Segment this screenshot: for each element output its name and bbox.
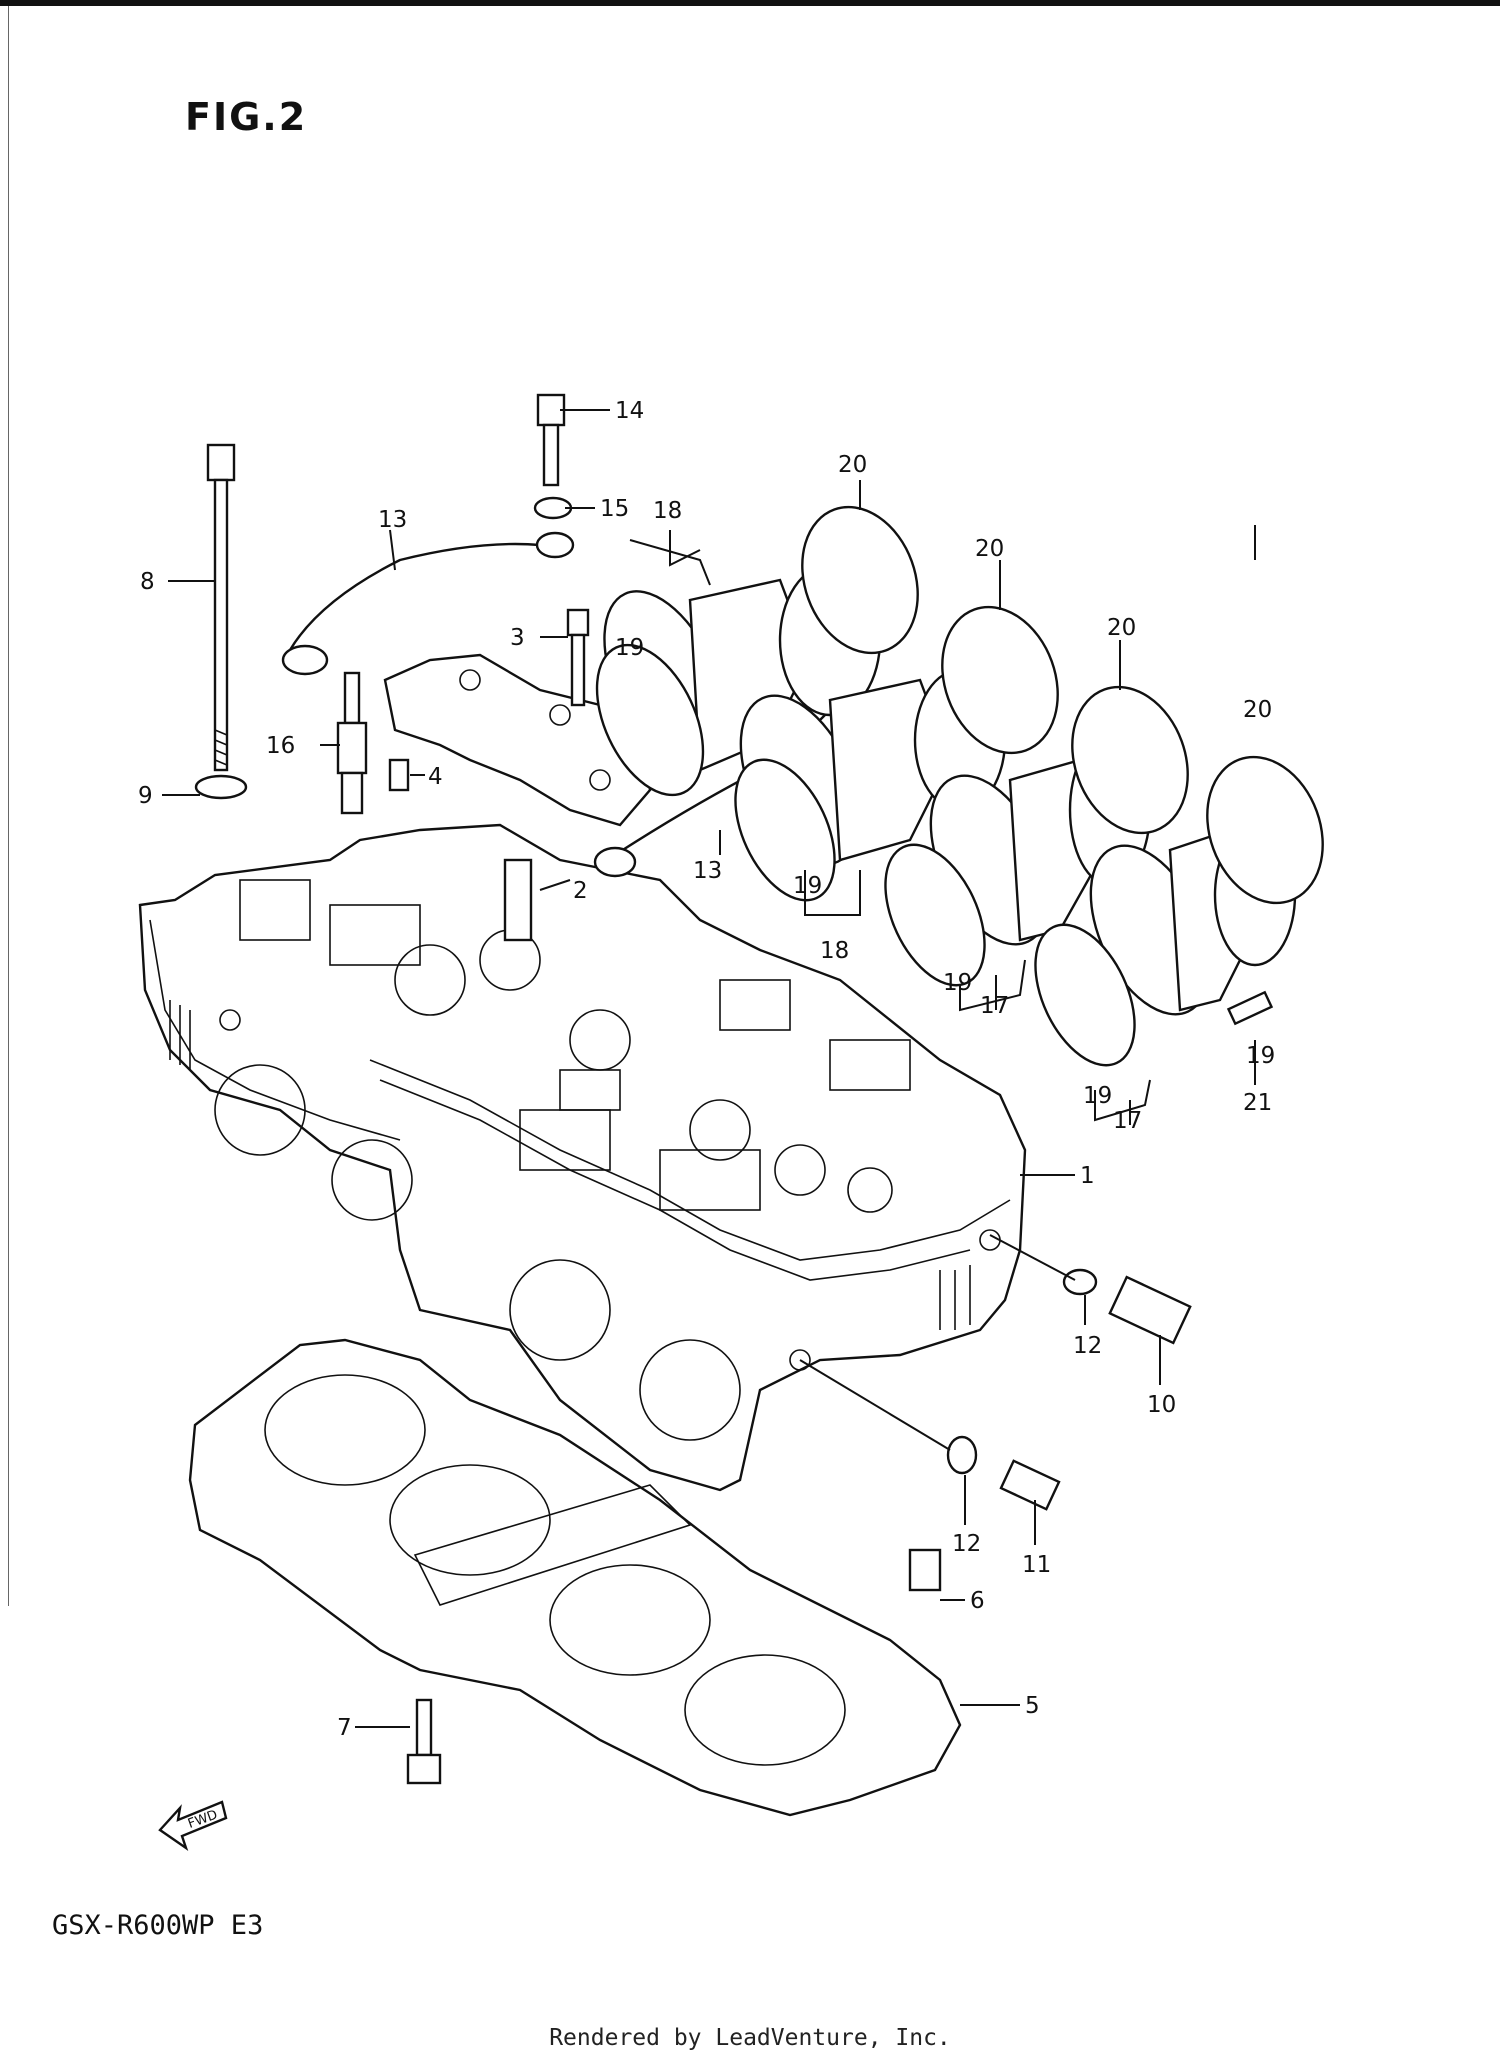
callout-14: 14 bbox=[615, 398, 644, 424]
callout-19-b: 19 bbox=[793, 873, 822, 899]
union-bolt bbox=[999, 1459, 1061, 1511]
callout-18-upper: 18 bbox=[653, 498, 682, 524]
callout-19-e: 19 bbox=[1246, 1043, 1275, 1069]
model-code: GSX-R600WP E3 bbox=[52, 1910, 264, 1941]
callout-12-lower: 12 bbox=[952, 1531, 981, 1557]
callout-2: 2 bbox=[573, 878, 588, 904]
callout-17-left: 17 bbox=[980, 993, 1009, 1019]
washer-lower bbox=[946, 1435, 978, 1475]
oil-pipe-bolt bbox=[533, 393, 573, 520]
intake-pipe-1 bbox=[595, 563, 882, 797]
callout-20-a: 20 bbox=[838, 452, 867, 478]
render-credit: Rendered by LeadVenture, Inc. bbox=[549, 2025, 951, 2051]
callout-5: 5 bbox=[1025, 1693, 1040, 1719]
callout-6: 6 bbox=[970, 1588, 985, 1614]
leader-lines bbox=[162, 409, 1256, 1728]
camshaft-holder bbox=[383, 653, 652, 827]
callout-18-lower: 18 bbox=[820, 938, 849, 964]
callout-19-c: 19 bbox=[943, 970, 972, 996]
callout-20-c: 20 bbox=[1107, 615, 1136, 641]
callout-13-lower: 13 bbox=[693, 858, 722, 884]
callout-4: 4 bbox=[428, 764, 443, 790]
callout-8: 8 bbox=[140, 569, 155, 595]
clamp-4 bbox=[1206, 755, 1324, 905]
callout-17-right: 17 bbox=[1113, 1108, 1142, 1134]
clamp-3 bbox=[1071, 685, 1189, 835]
fwd-arrow-icon: FWD bbox=[158, 1800, 228, 1852]
callout-numbers: 1 2 3 4 5 6 7 8 9 10 11 12 12 13 13 14 1… bbox=[138, 398, 1275, 1741]
dowel bbox=[908, 1548, 942, 1592]
cylinder-head bbox=[138, 823, 1027, 1492]
callout-7: 7 bbox=[337, 1715, 352, 1741]
head-bolt bbox=[194, 443, 248, 800]
callout-19-a: 19 bbox=[615, 635, 644, 661]
callout-21: 21 bbox=[1243, 1090, 1272, 1116]
washer-upper bbox=[1062, 1268, 1098, 1296]
clamp-1 bbox=[801, 505, 919, 655]
callout-12-upper: 12 bbox=[1073, 1333, 1102, 1359]
spark-plug bbox=[336, 671, 368, 815]
tensioner-adjuster bbox=[503, 858, 533, 942]
callout-20-d: 20 bbox=[1243, 697, 1272, 723]
callout-15: 15 bbox=[600, 496, 629, 522]
oil-pipe-upper bbox=[288, 542, 541, 651]
callout-9: 9 bbox=[138, 783, 153, 809]
head-gasket bbox=[188, 1338, 962, 1817]
oil-pipe-upper-end bbox=[535, 531, 575, 559]
holder-bolt bbox=[566, 608, 590, 707]
clamp-2 bbox=[941, 605, 1059, 755]
callout-1: 1 bbox=[1080, 1163, 1095, 1189]
oil-pipe-lower-fitting bbox=[593, 846, 637, 878]
callout-3: 3 bbox=[510, 625, 525, 651]
callout-10: 10 bbox=[1147, 1392, 1176, 1418]
top-border bbox=[0, 0, 1500, 6]
callout-11: 11 bbox=[1022, 1552, 1051, 1578]
oil-pipe-upper-fitting bbox=[281, 644, 329, 676]
callout-13-upper: 13 bbox=[378, 507, 407, 533]
left-border bbox=[8, 6, 9, 1606]
figure-title: FIG.2 bbox=[185, 95, 308, 139]
callout-16: 16 bbox=[266, 733, 295, 759]
plug bbox=[1108, 1275, 1192, 1345]
callout-20-b: 20 bbox=[975, 536, 1004, 562]
screw bbox=[1226, 990, 1274, 1026]
gasket-bolt bbox=[406, 1698, 442, 1785]
dowel-pin bbox=[388, 758, 410, 792]
callout-19-d: 19 bbox=[1083, 1083, 1112, 1109]
